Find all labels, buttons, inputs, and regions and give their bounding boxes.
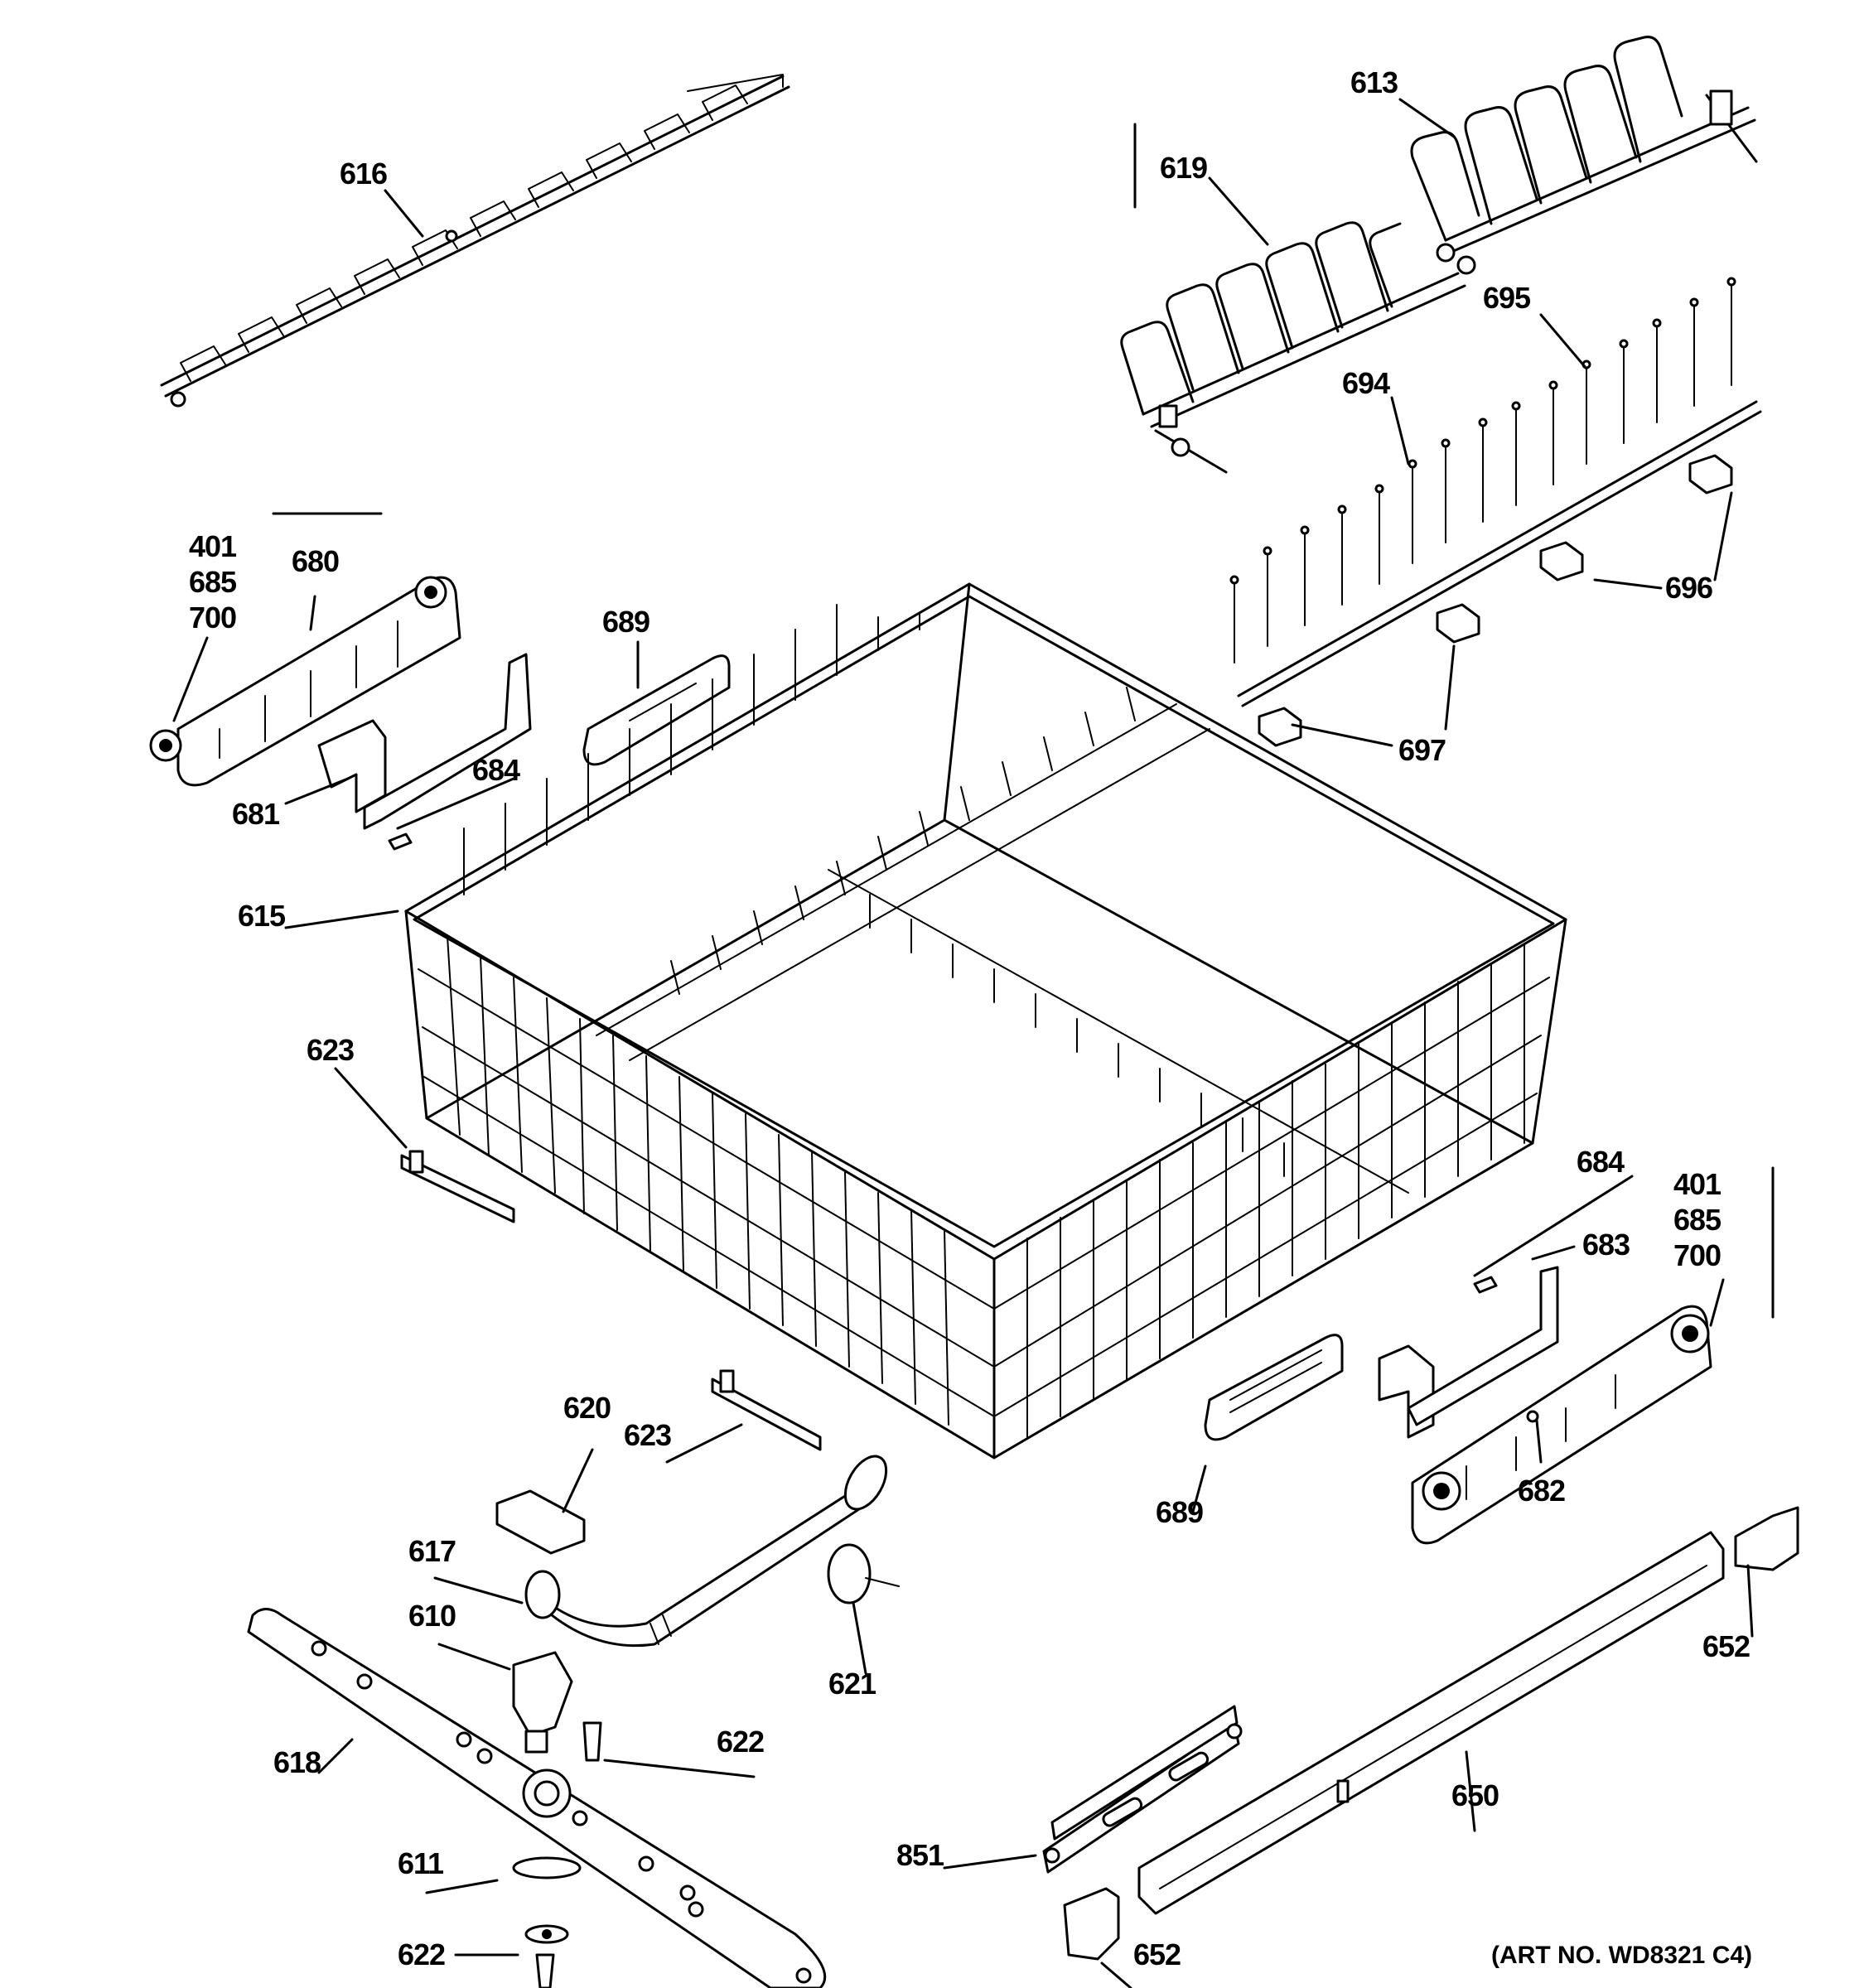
label-700-right: 700 xyxy=(1673,1238,1721,1272)
label-620: 620 xyxy=(563,1391,611,1425)
label-697: 697 xyxy=(1398,733,1446,767)
label-622-bottom: 622 xyxy=(398,1937,445,1971)
part-619-cup-shelf xyxy=(1120,221,1466,474)
part-613-cup-shelf xyxy=(1410,36,1758,275)
part-696-clip xyxy=(1539,454,1733,581)
label-623-left: 623 xyxy=(307,1033,354,1067)
label-683: 683 xyxy=(1582,1228,1630,1262)
part-615-upper-rack xyxy=(404,582,1567,1460)
part-611-hub xyxy=(512,1856,582,1944)
label-617: 617 xyxy=(408,1534,456,1568)
part-851-roller-rail xyxy=(1042,1705,1243,1874)
part-682-adjuster-housing xyxy=(1411,1305,1712,1545)
part-684-screw xyxy=(388,832,413,851)
label-618: 618 xyxy=(273,1745,321,1779)
art-number: (ART NO. WD8321 C4) xyxy=(1491,1942,1752,1969)
label-401-right: 401 xyxy=(1673,1167,1722,1201)
part-694-tine-row xyxy=(1229,277,1762,707)
part-697-clip xyxy=(1258,603,1480,747)
label-622-center: 622 xyxy=(717,1725,764,1759)
label-695: 695 xyxy=(1483,281,1531,315)
label-689-bottom: 689 xyxy=(1156,1495,1203,1529)
part-622-screw xyxy=(535,1721,602,1988)
part-689-handle xyxy=(1204,1334,1344,1441)
part-683-bracket xyxy=(1378,1266,1559,1439)
label-652-bottom: 652 xyxy=(1133,1937,1181,1971)
part-650-rail xyxy=(1137,1531,1725,1915)
label-700-left: 700 xyxy=(189,601,236,635)
part-616-tine-row xyxy=(160,74,790,408)
part-623-clip xyxy=(400,1150,822,1451)
label-610: 610 xyxy=(408,1599,456,1633)
label-616: 616 xyxy=(340,157,387,191)
part-689-handle xyxy=(582,654,731,766)
label-615: 615 xyxy=(238,899,286,933)
label-685-left: 685 xyxy=(189,565,237,599)
label-680: 680 xyxy=(292,544,339,578)
label-851: 851 xyxy=(896,1838,944,1872)
label-619: 619 xyxy=(1160,151,1207,185)
label-621: 621 xyxy=(828,1667,876,1701)
label-696: 696 xyxy=(1665,571,1712,605)
leader-lines xyxy=(172,98,1775,1988)
label-650: 650 xyxy=(1451,1778,1499,1812)
part-621-hose-clamp xyxy=(827,1543,900,1604)
label-652-right: 652 xyxy=(1702,1629,1750,1663)
label-623-center: 623 xyxy=(624,1418,671,1452)
label-689-top: 689 xyxy=(602,605,650,639)
label-682: 682 xyxy=(1518,1474,1565,1508)
label-611: 611 xyxy=(398,1846,444,1880)
label-694: 694 xyxy=(1342,366,1390,400)
label-685-right: 685 xyxy=(1673,1203,1722,1237)
label-684-left: 684 xyxy=(472,753,520,787)
part-labels: 613 616 619 695 694 401 685 700 680 689 … xyxy=(189,65,1752,1971)
label-684-right: 684 xyxy=(1577,1145,1625,1179)
part-681-bracket xyxy=(317,653,532,830)
part-652-stop xyxy=(1063,1506,1799,1961)
part-620-clip xyxy=(495,1489,586,1555)
label-681: 681 xyxy=(232,797,280,831)
part-618-spray-arm xyxy=(247,1608,827,1988)
label-613: 613 xyxy=(1350,65,1398,99)
part-617-water-tube xyxy=(524,1455,888,1648)
part-680-adjuster-housing xyxy=(149,576,461,787)
label-401-left: 401 xyxy=(189,529,237,563)
part-610-valve xyxy=(512,1651,573,1754)
